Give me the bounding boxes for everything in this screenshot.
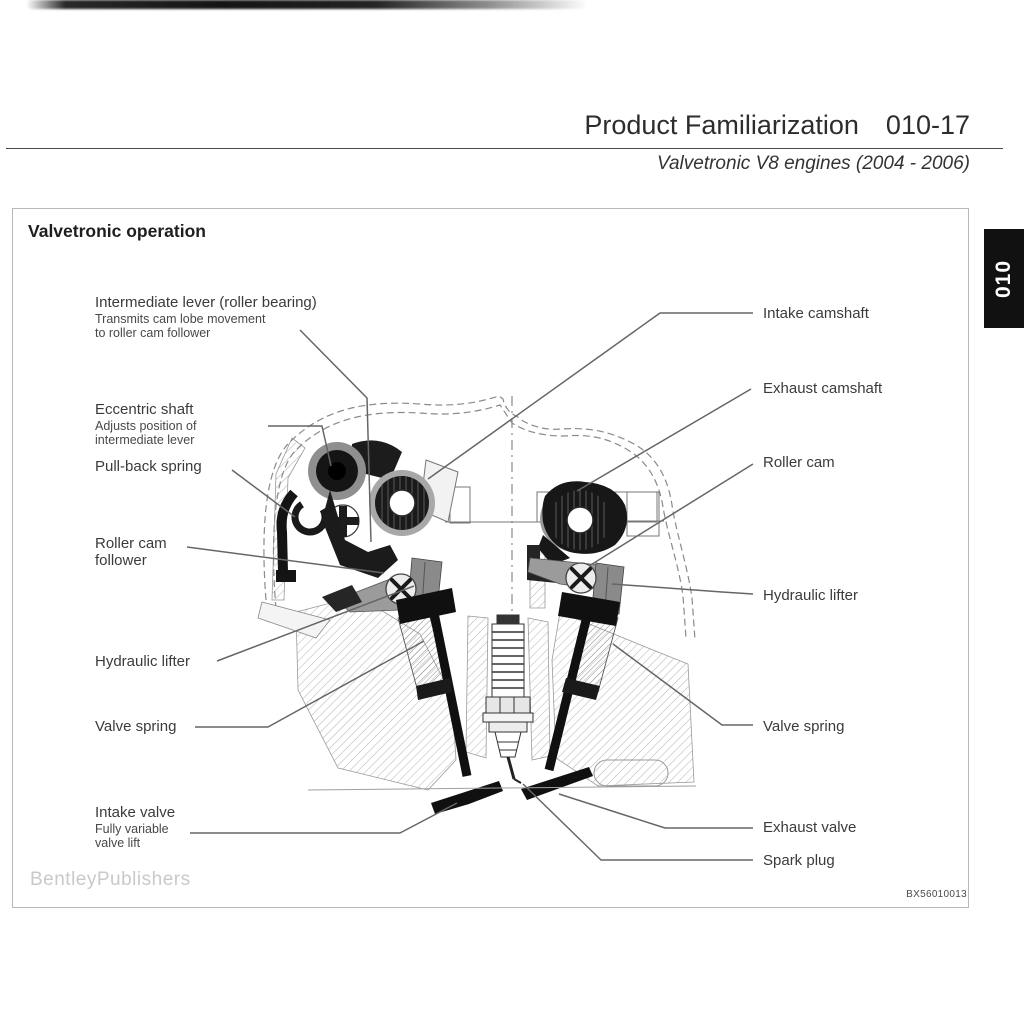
chamber-base-lines [307,759,697,791]
label-intake-valve-desc: Fully variable valve lift [95,822,169,850]
leader-roller-cam [588,463,754,567]
label-exhaust-valve: Exhaust valve [763,819,857,836]
leader-intake-valve [190,802,458,834]
leader-intake-camshaft [427,312,753,480]
label-valve-spring-right: Valve spring [763,718,845,735]
leader-exhaust-valve [558,793,753,829]
intermediate-lever-drawing [322,490,398,578]
label-eccentric-shaft: Eccentric shaft [95,401,194,418]
leader-intermediate-lever [299,329,372,543]
exhaust-camshaft-drawing [538,481,628,565]
leader-valve-spring-left [195,640,425,728]
page-title-text: Product Familiarization [584,110,859,140]
page-subtitle: Valvetronic V8 engines (2004 - 2006) [657,153,970,174]
label-intermediate-lever-desc: Transmits cam lobe movement to roller ca… [95,312,266,340]
figure-title: Valvetronic operation [28,221,206,241]
label-valve-spring-left: Valve spring [95,718,177,735]
exhaust-valve-drawing [521,592,620,800]
leader-spark-plug [522,783,753,861]
label-intake-camshaft: Intake camshaft [763,305,869,322]
pull-back-spring-drawing [276,489,336,582]
leader-valve-spring-right [612,643,753,726]
intake-camshaft-drawing [308,440,435,536]
label-eccentric-shaft-desc: Adjusts position of intermediate lever [95,419,197,447]
leader-hydraulic-lifter-right [611,583,754,595]
label-intake-valve: Intake valve [95,804,176,821]
section-tab-010: 010 [984,229,1024,328]
label-roller-cam: Roller cam [763,454,835,471]
label-exhaust-camshaft: Exhaust camshaft [763,380,883,397]
page-number: 010-17 [885,110,970,140]
label-hydraulic-lifter-left: Hydraulic lifter [95,653,191,670]
leader-eccentric-shaft [268,425,332,467]
intake-valve-drawing [396,588,503,814]
figure-reference-code: BX56010013 [906,889,967,900]
publisher-watermark: BentleyPublishers [30,869,191,890]
label-pull-back-spring: Pull-back spring [95,458,202,475]
header-divider [6,148,1003,149]
scan-artifact-bar [26,0,588,9]
leader-pull-back-spring [231,469,296,518]
spark-plug-drawing [482,614,534,784]
label-intermediate-lever: Intermediate lever (roller bearing) [95,294,317,311]
label-hydraulic-lifter-right: Hydraulic lifter [763,587,859,604]
label-spark-plug: Spark plug [763,852,835,869]
leader-hydraulic-lifter-left [216,585,415,662]
leader-exhaust-camshaft [576,388,752,492]
leader-roller-cam-follower [186,546,385,574]
leader-lines [186,312,754,861]
label-roller-cam-follower: Roller cam follower [95,535,167,569]
page-title: Product Familiarization 010-17 [584,110,970,141]
